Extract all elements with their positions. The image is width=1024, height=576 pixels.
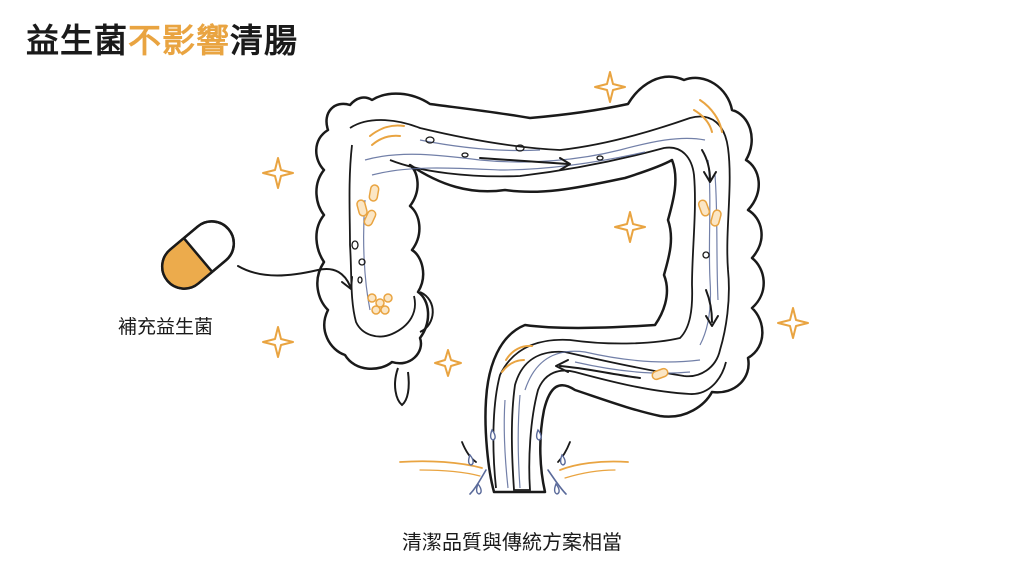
debris-specks [351,136,710,284]
page-title: 益生菌不影響清腸 [26,14,298,62]
capsule-label: 補充益生菌 [118,316,214,338]
flow-arrows [479,149,719,379]
sparkle-icon [614,211,646,243]
sparkle-icon [594,71,626,103]
sparkle-icons [262,71,809,377]
sparkle-icon [262,326,294,358]
capsule-arrow [237,265,353,290]
inner-accents [369,99,723,373]
sparkle-icon [434,349,462,377]
title-part-3: 清腸 [230,21,298,60]
water-drops [467,428,566,495]
capsule-icon [160,220,236,290]
sparkle-icon [777,307,809,339]
caption: 清潔品質與傳統方案相當 [402,530,622,554]
water-splash [399,441,629,495]
sparkle-icon [262,157,294,189]
title-part-1: 益生菌 [26,21,128,60]
bacteria-dots [356,184,722,381]
colon-body [315,75,765,494]
title-part-accent: 不影響 [128,21,230,60]
